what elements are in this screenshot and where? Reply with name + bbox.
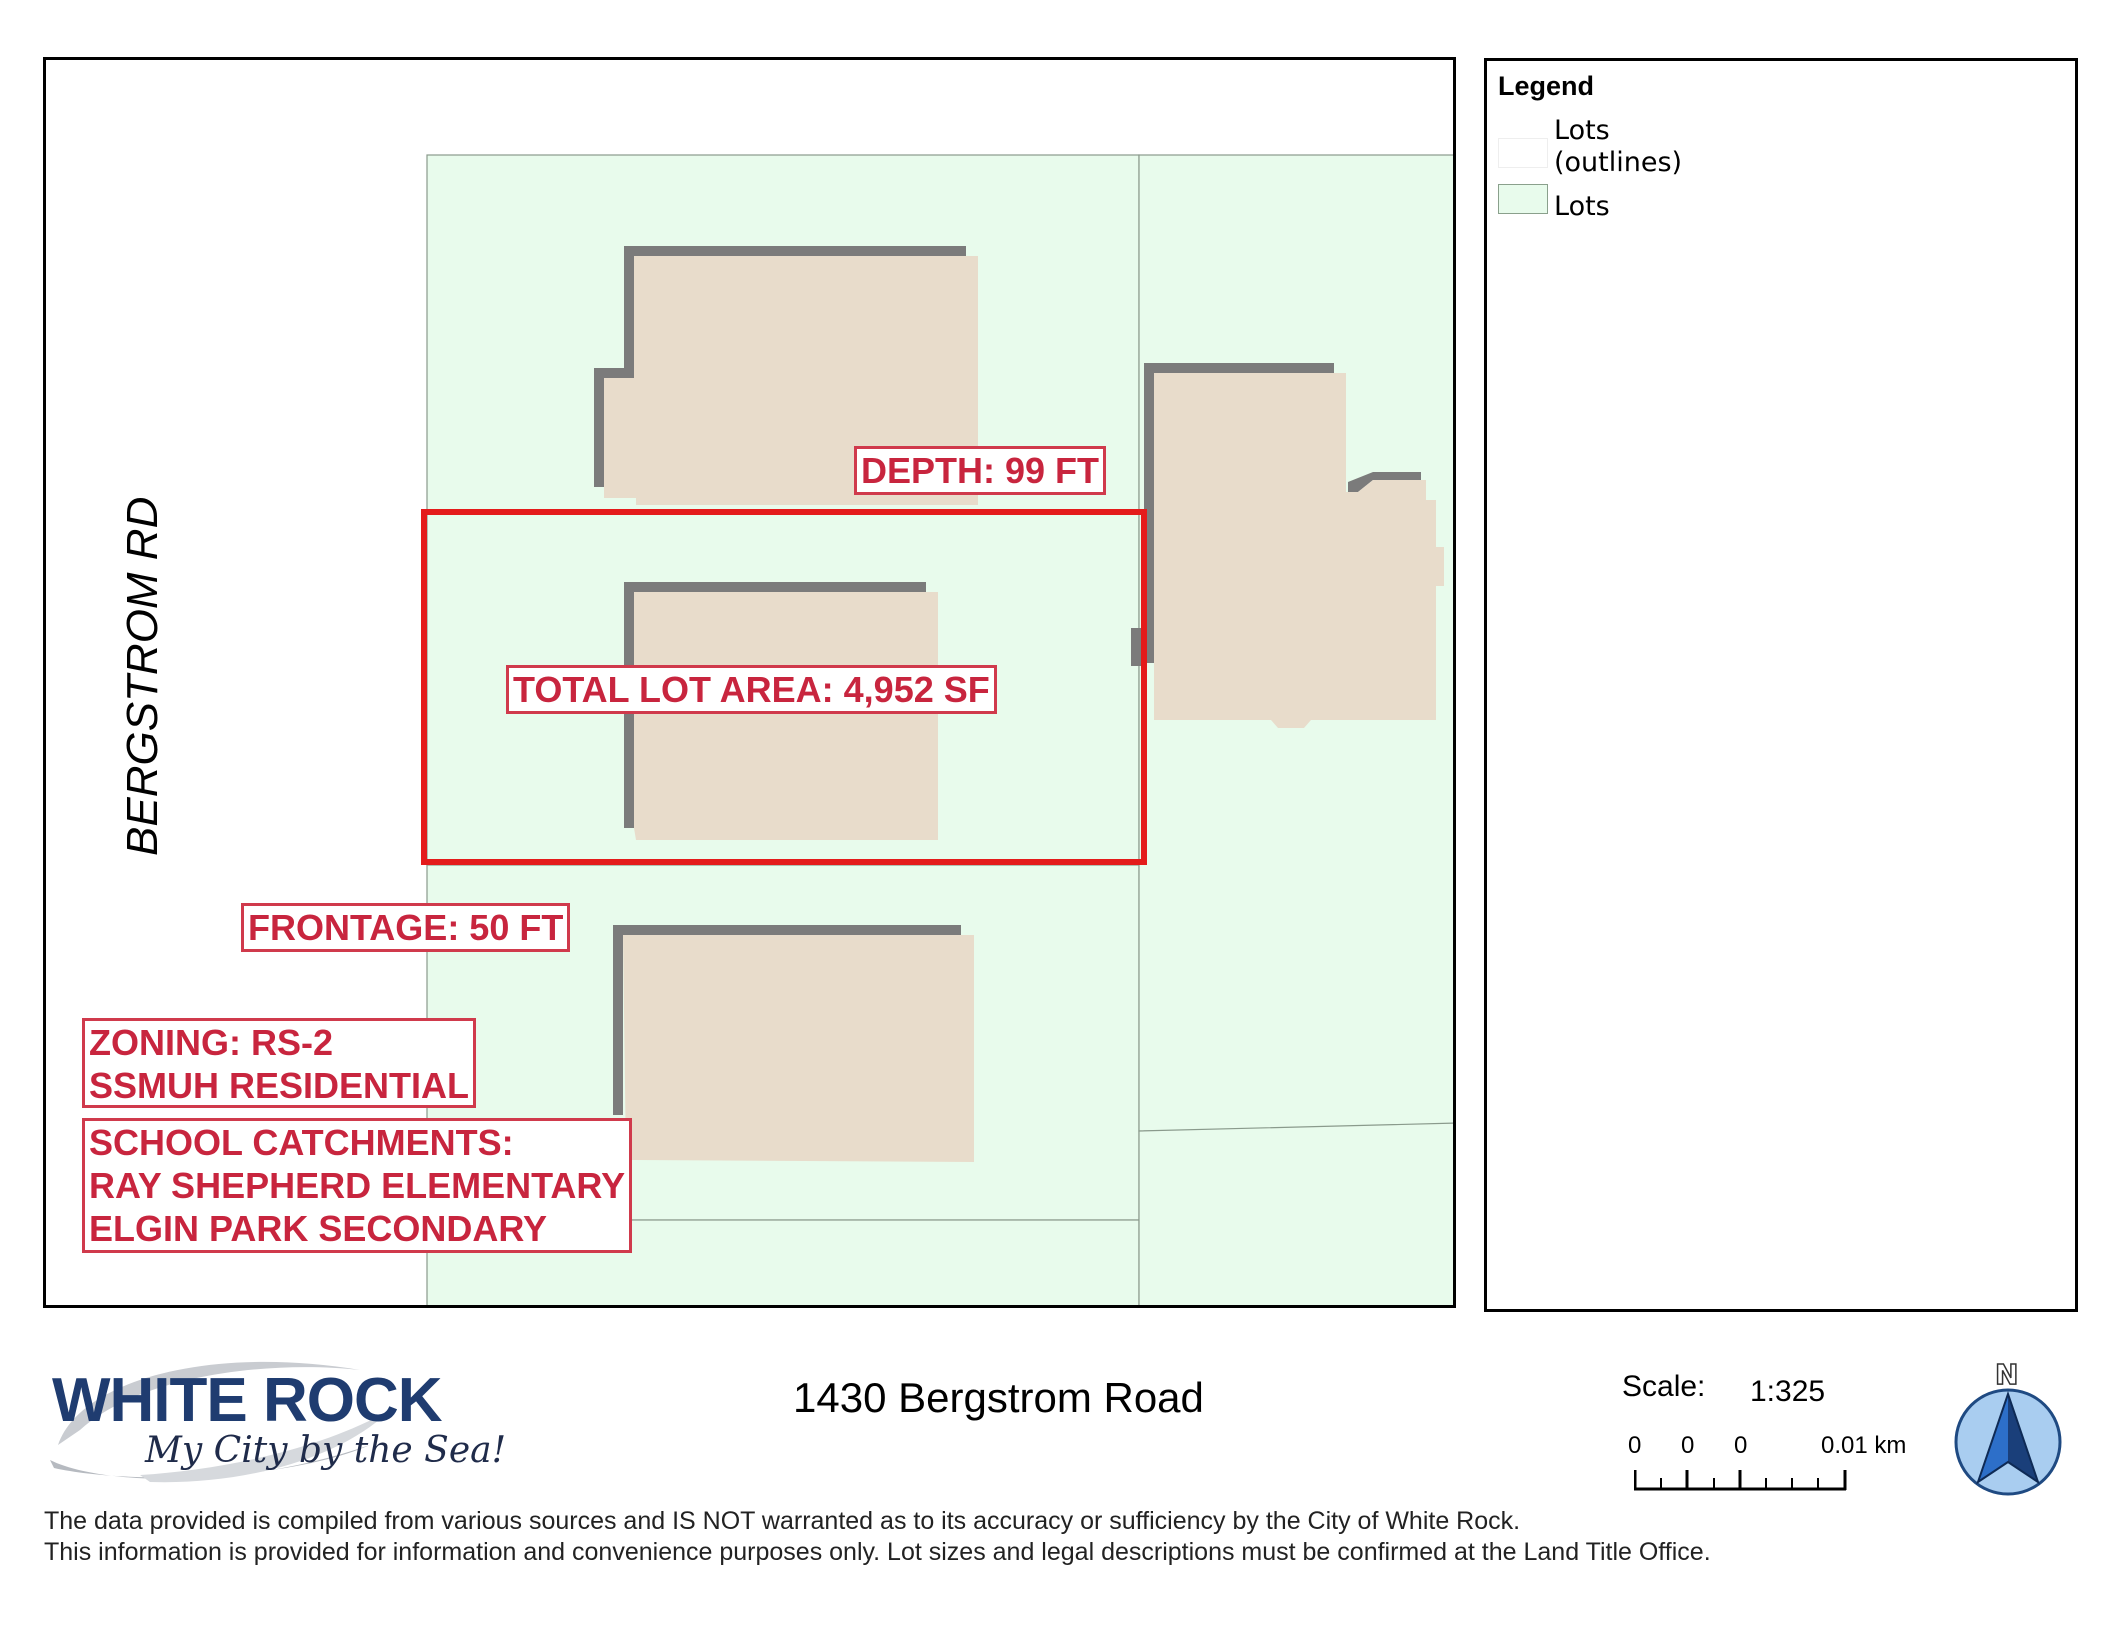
scalebar-tick-label-3: 0.01 km: [1821, 1432, 1907, 1459]
school-line-2: RAY SHEPHERD ELEMENTARY: [89, 1165, 626, 1206]
buildings: [594, 246, 1444, 1162]
scalebar-tick-label-1: 0: [1681, 1432, 1695, 1459]
subject-lot-outline[interactable]: [421, 509, 1147, 865]
legend-label-lots-outlines-line1: Lots: [1554, 115, 1610, 146]
depth-label: DEPTH: 99 FT: [854, 446, 1107, 495]
legend-label-lots-outlines-line2: (outlines): [1554, 147, 1683, 178]
scale-label: Scale:: [1622, 1370, 1706, 1403]
lot-parcel-east-south[interactable]: [1138, 1122, 1453, 1305]
logo-main-text: WHITE ROCK: [52, 1366, 443, 1435]
map-frame[interactable]: BERGSTROM RD DEPTH: 99 FT TOTAL LOT AREA…: [43, 57, 1456, 1308]
frontage-label: FRONTAGE: 50 FT: [241, 903, 571, 952]
legend-label-lots-outlines: Lots (outlines): [1554, 115, 1682, 179]
scalebar-graphic: [1634, 1470, 1847, 1491]
map-canvas[interactable]: [46, 60, 1453, 1305]
building-north[interactable]: [594, 246, 978, 505]
scalebar-tick-label-2: 0: [1734, 1432, 1748, 1459]
legend-panel: Legend Lots (outlines) Lots: [1484, 58, 2078, 1312]
school-line-1: SCHOOL CATCHMENTS:: [89, 1122, 514, 1163]
legend-swatch-lots-outlines: [1498, 138, 1548, 168]
north-letter: N: [1994, 1357, 2019, 1392]
street-label-bergstrom: BERGSTROM RD: [118, 496, 167, 856]
legend-label-lots: Lots: [1554, 191, 1610, 222]
white-rock-logo: WHITE ROCK My City by the Sea!: [40, 1350, 506, 1490]
disclaimer-line-2: This information is provided for informa…: [44, 1538, 1711, 1566]
logo-tagline: My City by the Sea!: [145, 1430, 507, 1471]
building-subject[interactable]: [624, 582, 938, 840]
zoning-line-1: ZONING: RS-2: [89, 1022, 334, 1063]
zoning-line-2: SSMUH RESIDENTIAL: [89, 1065, 470, 1106]
school-catchments-label: SCHOOL CATCHMENTS: RAY SHEPHERD ELEMENTA…: [82, 1118, 633, 1253]
map-title: 1430 Bergstrom Road: [793, 1374, 1204, 1421]
building-east[interactable]: [1131, 363, 1444, 728]
logo-swoosh-graphic: [50, 1361, 390, 1483]
legend-title: Legend: [1498, 71, 1595, 101]
building-south[interactable]: [613, 925, 974, 1162]
north-arrow-icon: [1954, 1388, 2062, 1496]
scalebar-tick-label-0: 0: [1628, 1432, 1642, 1459]
lot-area-label: TOTAL LOT AREA: 4,952 SF: [506, 665, 997, 714]
north-arrow: N: [1953, 1357, 2063, 1502]
legend-swatch-lots: [1498, 184, 1548, 214]
scale-bar: 0 0 0 0.01 km: [1628, 1432, 1928, 1492]
school-line-3: ELGIN PARK SECONDARY: [89, 1208, 548, 1249]
zoning-label: ZONING: RS-2 SSMUH RESIDENTIAL: [82, 1018, 477, 1108]
scale-value: 1:325: [1750, 1375, 1826, 1408]
disclaimer-line-1: The data provided is compiled from vario…: [44, 1507, 1521, 1535]
